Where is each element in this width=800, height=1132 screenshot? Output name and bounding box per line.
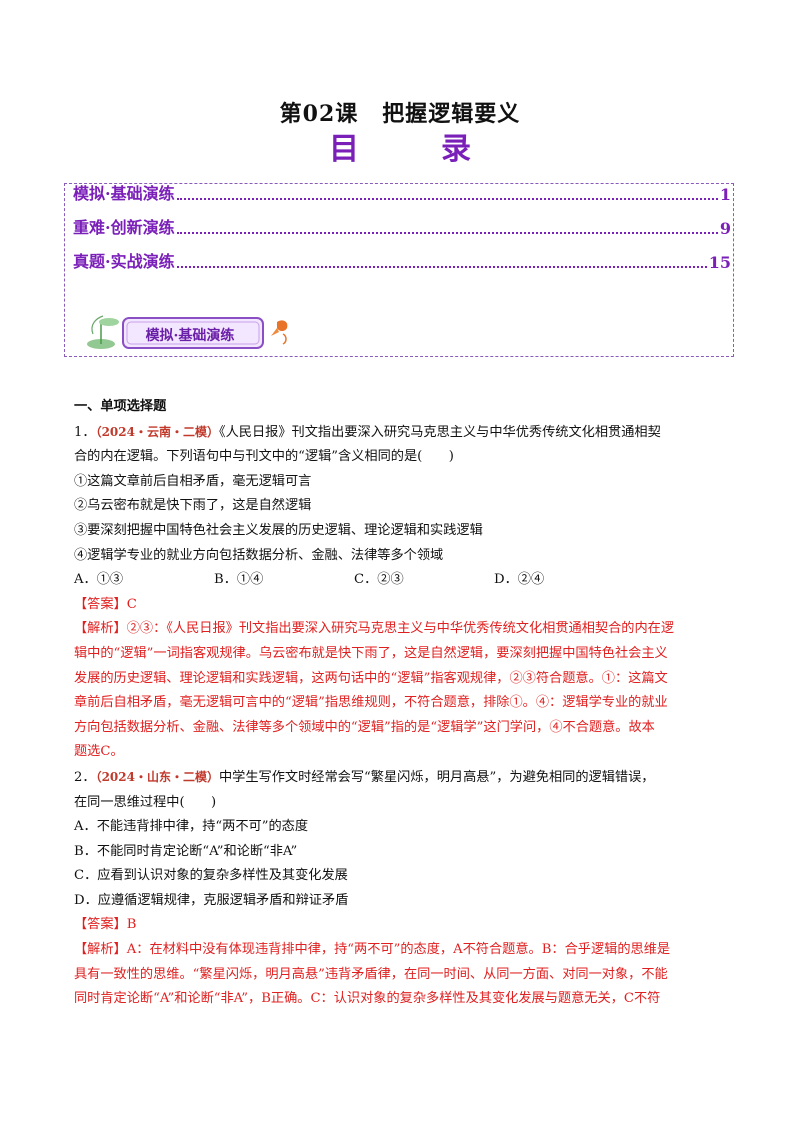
question-source: （2024・云南・二模） [95, 424, 219, 439]
analysis-line: 发展的历史逻辑、理论逻辑和实践逻辑，这两句话中的“逻辑”指客观规律，②③符合题意… [74, 670, 668, 686]
question-1-stem-cont: 合的内在逻辑。下列语句中与刊文中的“逻辑”含义相同的是( ) [74, 449, 454, 465]
question-2-stem-cont: 在同一思维过程中( ) [74, 794, 217, 810]
analysis-line: 章前后自相矛盾，毫无逻辑可言中的“逻辑”指思维规则，不符合题意，排除①。④：逻辑… [74, 695, 668, 711]
option-c: C．②③ [354, 572, 404, 588]
toc-entry-label: 真题·实战演练 [73, 252, 175, 271]
question-1-item: ②乌云密布就是快下雨了，这是自然逻辑 [74, 498, 312, 514]
question-text: 中学生写作文时经常会写“繁星闪烁，明月高悬”，为避免相同的逻辑错误， [218, 769, 655, 785]
option-a: A．①③ [74, 572, 124, 588]
toc-box: 模拟·基础演练 1 重难·创新演练 9 真题·实战演练 15 模拟·基础演练 [64, 183, 734, 357]
option-b: B．不能同时肯定论断“A”和论断“非A” [74, 843, 298, 859]
question-2-stem: 2．（2024・山东・二模）中学生写作文时经常会写“繁星闪烁，明月高悬”，为避免… [74, 765, 738, 791]
banner-decoration-icon [87, 315, 288, 349]
question-2-analysis: 【解析】A：在材料中没有体现违背排中律，持“两不可”的态度，A不符合题意。B：合… [74, 942, 671, 958]
question-1-item: ④逻辑学专业的就业方向包括数据分析、金融、法律等多个领域 [74, 547, 444, 563]
toc-entry-1[interactable]: 模拟·基础演练 1 [73, 182, 731, 204]
toc-entry-2[interactable]: 重难·创新演练 9 [73, 216, 731, 238]
question-1-item: ①这篇文章前后自相矛盾，毫无逻辑可言 [74, 473, 312, 489]
question-1-answer: 【答案】C [74, 596, 137, 612]
option-c: C．应看到认识对象的复杂多样性及其变化发展 [74, 868, 348, 884]
question-number: 2． [74, 769, 96, 785]
page-title: 第02课把握逻辑要义 [0, 96, 800, 128]
question-1-analysis: 【解析】②③：《人民日报》刊文指出要深入研究马克思主义与中华优秀传统文化相贯通相… [74, 621, 675, 637]
question-1-item: ③要深刻把握中国特色社会主义发展的历史逻辑、理论逻辑和实践逻辑 [74, 522, 483, 538]
toc-entry-label: 模拟·基础演练 [73, 184, 175, 203]
toc-leader [176, 231, 718, 234]
option-a: A．不能违背排中律，持“两不可”的态度 [74, 819, 309, 835]
question-2-answer: 【答案】B [74, 917, 137, 933]
toc-entry-page: 15 [708, 253, 731, 272]
analysis-line: 方向包括数据分析、金融、法律等多个领域中的“逻辑”指的是“逻辑学”这门学问，④不… [74, 719, 655, 735]
exercise-content: 一、单项选择题 1．（2024・云南・二模）《人民日报》刊文指出要深入研究马克思… [74, 395, 738, 1012]
toc-heading: 目 录 [329, 132, 497, 167]
question-text: 《人民日报》刊文指出要深入研究马克思主义与中华优秀传统文化相贯通相契 [218, 424, 661, 440]
question-1-options: A．①③ B．①④ C．②③ D．②④ [74, 568, 738, 593]
analysis-line: 辑中的“逻辑”一词指客观规律。乌云密布就是快下雨了，这是自然逻辑，要深刻把握中国… [74, 645, 668, 661]
toc-leader [176, 265, 707, 268]
toc-entry-3[interactable]: 真题·实战演练 15 [73, 250, 731, 272]
section-title: 一、单项选择题 [74, 399, 167, 414]
option-d: D．②④ [494, 572, 545, 588]
question-number: 1． [74, 424, 96, 440]
toc-leader [176, 197, 718, 200]
question-source: （2024・山东・二模） [95, 769, 219, 784]
lesson-topic: 把握逻辑要义 [382, 101, 521, 127]
toc-entry-label: 重难·创新演练 [73, 218, 175, 237]
option-b: B．①④ [214, 572, 264, 588]
lesson-number: 第02课 [279, 101, 359, 127]
option-d: D．应遵循逻辑规律，克服逻辑矛盾和辩证矛盾 [74, 892, 349, 908]
question-1-stem: 1．（2024・云南・二模）《人民日报》刊文指出要深入研究马克思主义与中华优秀传… [74, 420, 738, 446]
toc-entry-page: 1 [719, 185, 731, 204]
analysis-line: 题选C。 [74, 744, 124, 760]
toc-entry-page: 9 [719, 219, 731, 238]
analysis-line: 具有一致性的思维。“繁星闪烁，明月高悬”违背矛盾律，在同一时间、从同一方面、对同… [74, 966, 668, 982]
analysis-line: 同时肯定论断“A”和论断“非A”，B正确。C：认识对象的复杂多样性及其变化发展与… [74, 991, 661, 1007]
banner-label: 模拟·基础演练 [145, 328, 235, 344]
section-banner: 模拟·基础演练 [87, 312, 288, 352]
